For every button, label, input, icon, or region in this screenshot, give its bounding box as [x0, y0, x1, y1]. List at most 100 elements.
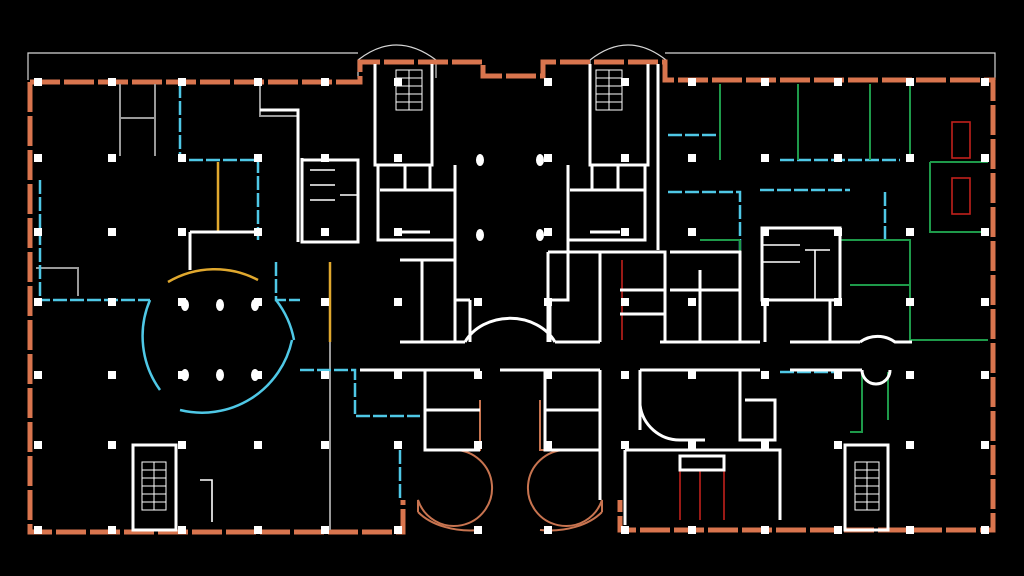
column	[544, 298, 552, 306]
column	[981, 371, 989, 379]
column	[688, 228, 696, 236]
column	[34, 78, 42, 86]
column	[544, 78, 552, 86]
column	[906, 78, 914, 86]
column	[34, 441, 42, 449]
column	[761, 154, 769, 162]
column	[108, 298, 116, 306]
column	[108, 78, 116, 86]
column	[394, 154, 402, 162]
column	[178, 154, 186, 162]
column	[544, 228, 552, 236]
round-column	[216, 369, 224, 381]
column	[108, 371, 116, 379]
column	[254, 154, 262, 162]
stairs	[141, 69, 880, 511]
column	[34, 298, 42, 306]
column	[544, 371, 552, 379]
column	[34, 526, 42, 534]
column	[254, 526, 262, 534]
column	[906, 371, 914, 379]
column	[254, 228, 262, 236]
column	[761, 228, 769, 236]
column	[178, 78, 186, 86]
column	[394, 371, 402, 379]
structural-columns	[34, 78, 989, 534]
column	[108, 154, 116, 162]
column	[621, 526, 629, 534]
column	[544, 154, 552, 162]
interior-walls	[131, 64, 912, 532]
green-partitions	[700, 84, 988, 433]
column	[394, 298, 402, 306]
column	[761, 526, 769, 534]
column	[254, 78, 262, 86]
column	[394, 526, 402, 534]
column	[834, 526, 842, 534]
column	[178, 228, 186, 236]
column	[621, 78, 629, 86]
column	[688, 78, 696, 86]
column	[761, 298, 769, 306]
column	[621, 441, 629, 449]
column	[688, 298, 696, 306]
column	[688, 371, 696, 379]
column	[981, 298, 989, 306]
column	[761, 78, 769, 86]
column	[621, 154, 629, 162]
column	[621, 298, 629, 306]
column	[108, 526, 116, 534]
column	[34, 371, 42, 379]
column	[834, 371, 842, 379]
column	[981, 154, 989, 162]
column	[981, 526, 989, 534]
column	[178, 526, 186, 534]
column	[321, 298, 329, 306]
column	[474, 298, 482, 306]
column	[688, 441, 696, 449]
column	[394, 441, 402, 449]
column	[321, 228, 329, 236]
column	[906, 526, 914, 534]
column	[688, 526, 696, 534]
column	[474, 371, 482, 379]
round-column	[536, 154, 544, 166]
column	[761, 371, 769, 379]
column	[688, 154, 696, 162]
round-column	[476, 229, 484, 241]
round-column	[536, 229, 544, 241]
red-marks	[621, 121, 971, 520]
round-column	[476, 154, 484, 166]
column	[834, 441, 842, 449]
exterior-walls	[27, 59, 996, 535]
cyan-partitions	[36, 84, 900, 500]
column	[834, 154, 842, 162]
column	[834, 78, 842, 86]
column	[108, 228, 116, 236]
column	[981, 228, 989, 236]
column	[321, 78, 329, 86]
column	[621, 371, 629, 379]
column	[321, 154, 329, 162]
column	[544, 526, 552, 534]
column	[394, 78, 402, 86]
column	[394, 228, 402, 236]
column	[761, 441, 769, 449]
column	[321, 371, 329, 379]
column	[906, 228, 914, 236]
round-column	[181, 299, 189, 311]
column	[34, 154, 42, 162]
round-column	[216, 299, 224, 311]
column	[621, 228, 629, 236]
column	[981, 441, 989, 449]
column	[321, 526, 329, 534]
column	[906, 154, 914, 162]
column	[544, 441, 552, 449]
round-column	[251, 369, 259, 381]
entry-vestibules	[417, 400, 603, 532]
column	[906, 441, 914, 449]
column	[34, 228, 42, 236]
column	[474, 526, 482, 534]
column	[254, 441, 262, 449]
